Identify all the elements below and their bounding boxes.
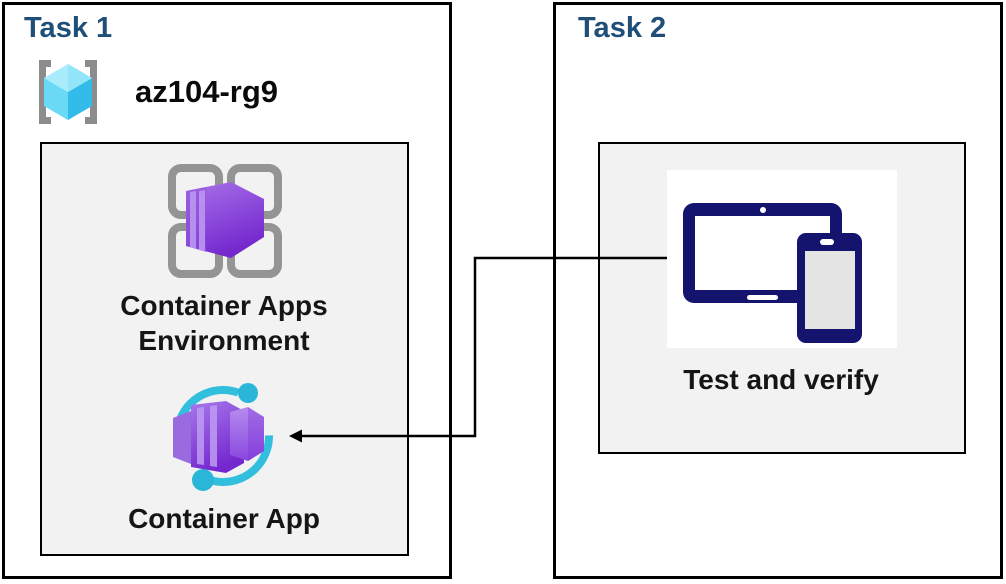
test-and-verify-label: Test and verify <box>683 364 879 395</box>
tablet-and-phone-icon <box>683 203 862 343</box>
container-app-label: Container App <box>128 503 320 534</box>
container-apps-environment-icon <box>168 164 282 278</box>
resource-group-icon <box>39 60 97 124</box>
task1-title: Task 1 <box>24 12 113 44</box>
task2-title: Task 2 <box>578 12 667 44</box>
resource-group-name: az104-rg9 <box>135 74 279 109</box>
resource-group-row: az104-rg9 <box>27 56 278 128</box>
environment-label: Container Apps Environment <box>120 290 328 356</box>
container-app-icon <box>173 383 273 491</box>
